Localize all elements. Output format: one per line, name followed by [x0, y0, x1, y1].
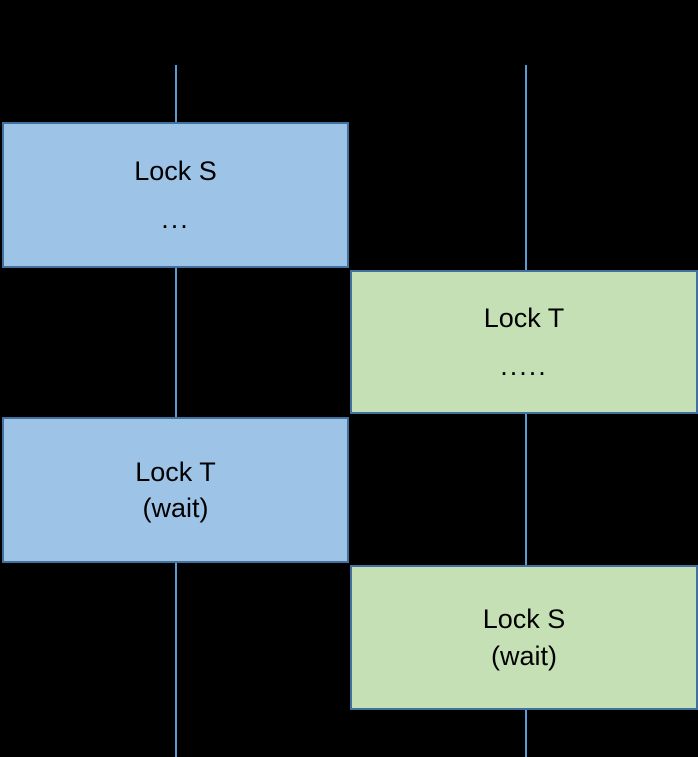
- activation-box-lock-t-wait[interactable]: Lock T (wait): [2, 417, 349, 563]
- activation-box-lock-s[interactable]: Lock S ...: [2, 122, 349, 268]
- activation-4-status-label: (wait): [491, 640, 557, 671]
- activation-1-ellipsis: ...: [161, 204, 190, 234]
- activation-4-primary-label: Lock S: [482, 604, 566, 635]
- left-lifeline: [175, 65, 177, 757]
- activation-3-primary-label: Lock T: [135, 456, 216, 487]
- activation-box-lock-s-wait[interactable]: Lock S (wait): [350, 565, 698, 710]
- activation-1-primary-label: Lock S: [134, 155, 217, 186]
- activation-box-lock-t[interactable]: Lock T .....: [350, 270, 698, 414]
- activation-2-primary-label: Lock T: [483, 302, 565, 333]
- activation-2-ellipsis: .....: [500, 351, 548, 381]
- activation-3-status-label: (wait): [142, 493, 209, 523]
